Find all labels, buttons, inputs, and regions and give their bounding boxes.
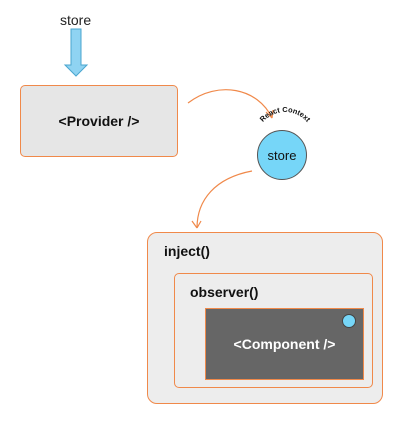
observer-container: observer() <Component /> [174,273,373,388]
inject-container: inject() observer() <Component /> [147,232,383,404]
provider-to-store-arrow [187,89,273,119]
provider-label: <Provider /> [58,113,140,129]
store-node: store [257,130,307,180]
provider-to-store-arrowhead [265,109,274,119]
store-input-label: store [60,12,92,28]
store-to-inject-arrowhead [191,220,202,229]
component-store-dot [342,314,356,328]
component-node: <Component /> [205,308,364,380]
provider-node: <Provider /> [20,85,178,157]
inject-label: inject() [164,243,210,259]
store-to-inject-arrow [196,170,253,229]
component-label: <Component /> [233,336,336,352]
store-node-label: store [267,147,297,163]
store-input-arrow [63,28,89,77]
observer-label: observer() [190,284,259,300]
